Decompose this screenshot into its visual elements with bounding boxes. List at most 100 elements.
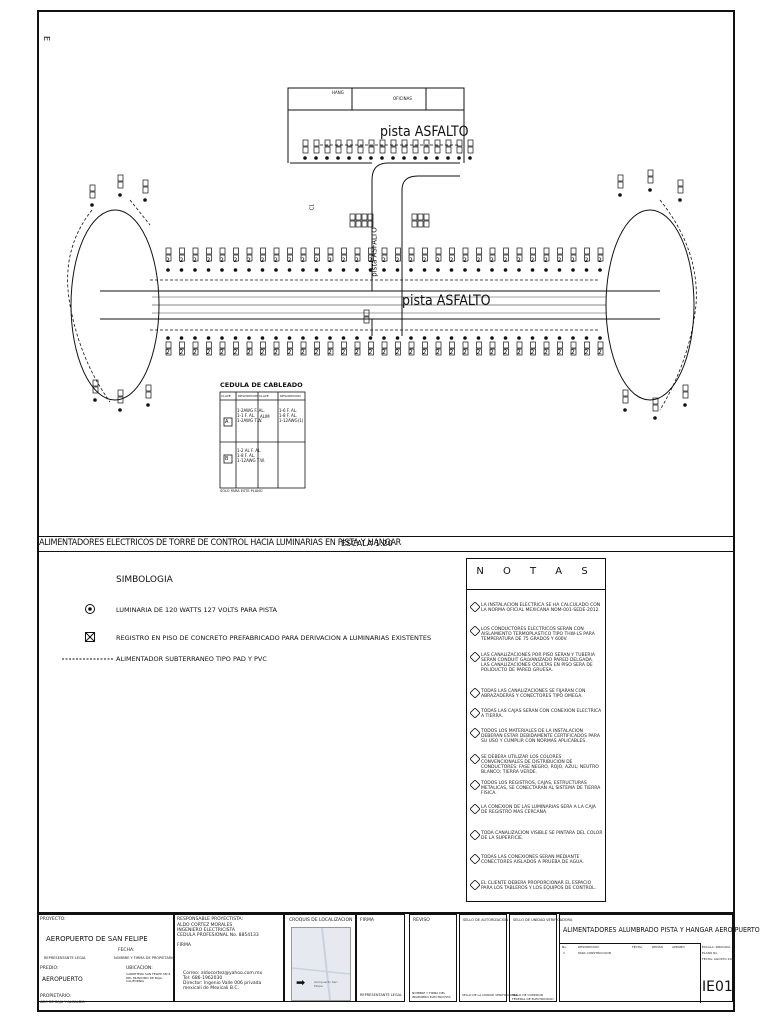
registro-mark xyxy=(401,139,408,154)
luminaire-mark xyxy=(347,156,351,160)
proyecto-label: PROYECTO: xyxy=(40,917,66,922)
luminaire-mark xyxy=(557,336,562,340)
luminaire-tag: 2 xyxy=(247,349,251,356)
luminaire-mark xyxy=(355,336,359,340)
luminaire-mark xyxy=(598,336,602,340)
registro-mark xyxy=(206,341,212,356)
firma-label: FIRMA xyxy=(177,943,192,948)
registro-mark xyxy=(273,341,280,356)
luminaire-mark xyxy=(402,156,406,160)
registro-mark xyxy=(354,247,361,262)
luminaire-tag: 2 xyxy=(409,257,413,264)
luminaire-tag: 2 xyxy=(598,349,602,356)
plano-title: ALIMENTADORES ALUMBRADO PISTA Y HANGAR A… xyxy=(563,926,760,934)
luminaire-tag: 2 xyxy=(193,349,197,356)
registro-mark xyxy=(435,341,442,356)
registro-mark xyxy=(233,247,239,262)
note-item: TODA CANALIZACION VISIBLE SE PINTARA DEL… xyxy=(481,831,603,841)
registro-mark xyxy=(422,341,428,356)
luminaire-tag: 2 xyxy=(288,349,292,356)
luminaire-tag: 2 xyxy=(558,257,562,264)
schedule-header-1: CLAVE xyxy=(221,394,231,398)
luminaire-mark xyxy=(653,416,657,420)
luminaire-tag: 2 xyxy=(180,349,184,356)
registro-mark xyxy=(379,139,386,154)
luminaire-tag: 2 xyxy=(490,349,494,356)
luminaire-mark xyxy=(490,336,494,340)
proyecto-value: AEROPUERTO DE SAN FELIPE xyxy=(46,935,148,943)
drawing-title: ALIMENTADORES ELECTRICOS DE TORRE DE CON… xyxy=(39,538,402,548)
note-item: SE DEBERA UTILIZAR LOS COLORES CONVENCIO… xyxy=(481,755,599,775)
luminaire-tag: 2 xyxy=(450,257,454,264)
luminaire-mark xyxy=(648,188,652,192)
registro-mark xyxy=(584,341,590,356)
luminaire-tag: 2 xyxy=(315,257,319,264)
registro-mark xyxy=(355,213,362,228)
luminaire-tag: 2 xyxy=(571,349,575,356)
luminaire-tag: 2 xyxy=(490,257,494,264)
luminaire-tag: 2 xyxy=(504,349,508,356)
luminaire-mark xyxy=(517,268,521,272)
hangar-header xyxy=(287,87,465,111)
luminaire-mark xyxy=(530,336,535,340)
cabling-schedule-table xyxy=(219,391,306,489)
schedule-row1-key2: ALIM xyxy=(260,414,270,419)
note-item: LA INSTALACION ELECTRICA SE HA CALCULADO… xyxy=(481,603,601,613)
legend-title: SIMBOLOGIA xyxy=(116,575,173,585)
luminaire-tag: 2 xyxy=(598,257,602,264)
registro-mark xyxy=(516,341,523,356)
registro-mark xyxy=(434,139,441,154)
luminaire-tag: 2 xyxy=(531,349,535,356)
luminaire-mark xyxy=(166,268,170,272)
registro-mark xyxy=(411,213,418,228)
registro-mark xyxy=(456,139,463,154)
registro-mark xyxy=(412,139,419,154)
legend-registro-text: REGISTRO EN PISO DE CONCRETO PREFABRICAD… xyxy=(116,634,432,642)
registro-mark xyxy=(381,341,388,356)
luminaire-mark xyxy=(341,336,346,340)
registro-mark xyxy=(314,341,320,356)
registro-mark xyxy=(300,341,307,356)
registro-mark xyxy=(557,247,563,262)
note-item: TODAS LAS CONEXIONES SERAN MEDIANTE CONE… xyxy=(481,855,584,865)
luminaire-tag: 2 xyxy=(220,257,224,264)
registro-icon xyxy=(85,632,95,642)
registro-mark xyxy=(476,341,482,356)
note-marker-icon xyxy=(470,804,480,814)
luminaire-mark xyxy=(446,156,450,160)
registro-mark xyxy=(165,247,172,262)
note-marker-icon xyxy=(470,728,480,738)
ubicacion-label: UBICACION: xyxy=(126,966,153,971)
luminaire-mark xyxy=(517,336,521,340)
note-item: LOS CONDUCTORES ELECTRICOS SERAN CON AIS… xyxy=(481,627,595,642)
registro-mark xyxy=(179,341,185,356)
map-label: Aeropuerto San Felipe xyxy=(314,980,338,988)
registro-mark xyxy=(302,139,309,154)
luminaire-tag: 2 xyxy=(274,349,278,356)
notes-title: N O T A S xyxy=(467,559,605,590)
luminaire-tag: 2 xyxy=(477,257,481,264)
note-item: LAS CANALIZACIONES POR PISO SERAN Y TUBE… xyxy=(481,653,595,673)
location-arrow-icon: ➡ xyxy=(296,976,306,989)
meta-plano: PLANO No. xyxy=(702,951,719,955)
luminaire-mark xyxy=(422,268,427,272)
schedule-row2-key: B xyxy=(225,456,229,462)
corner-mark: E xyxy=(42,35,52,42)
luminaire-mark xyxy=(380,156,384,160)
registro-mark xyxy=(354,341,361,356)
luminaire-tag: 2 xyxy=(274,257,278,264)
luminaire-mark xyxy=(449,268,454,272)
sello-sub: SELLO DE LA UNIDAD VERIFICADORA xyxy=(462,993,518,997)
luminaire-mark xyxy=(571,336,575,340)
feeder-line-icon xyxy=(62,658,114,660)
luminaire-mark xyxy=(328,336,332,340)
registro-mark xyxy=(597,341,604,356)
firma2-cell: FIRMA REPRESENTANTE LEGAL xyxy=(356,914,405,1002)
drawing-sheet xyxy=(37,10,735,1012)
luminaire-mark xyxy=(341,268,346,272)
registro-mark xyxy=(395,247,401,262)
registro-mark xyxy=(260,341,266,356)
registro-mark xyxy=(476,247,482,262)
luminaire-tag: 2 xyxy=(571,257,575,264)
